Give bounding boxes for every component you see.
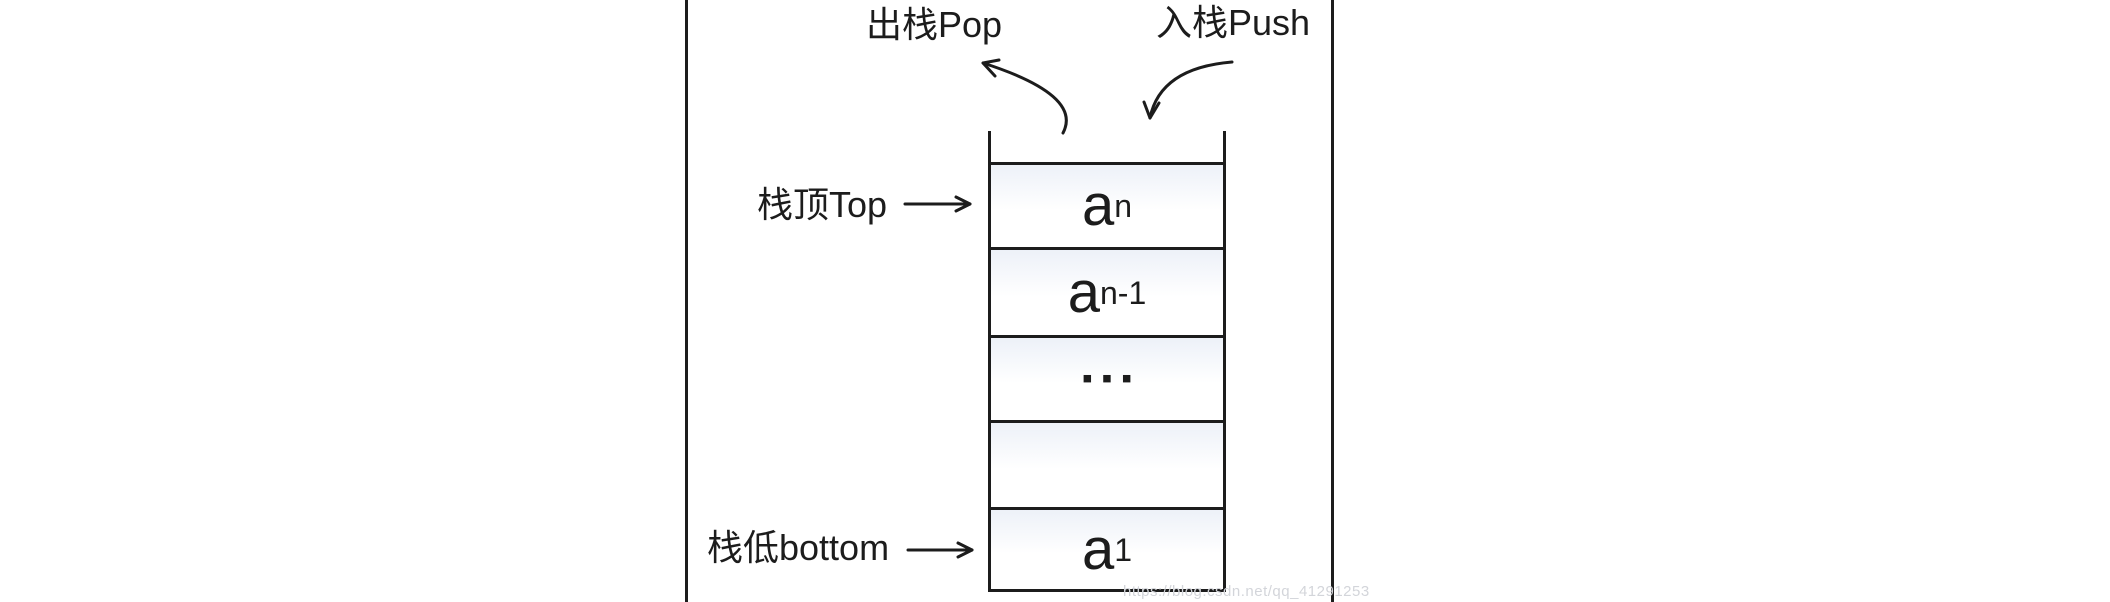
cell-value: a (1067, 259, 1100, 325)
pop-label: 出栈Pop (866, 4, 1003, 45)
top-pointer-arrow (903, 195, 972, 213)
cell-subscript: n-1 (1100, 274, 1147, 311)
stack-cell-empty (991, 420, 1223, 507)
cell-subscript: n (1114, 188, 1133, 224)
bottom-pointer-arrow (906, 541, 974, 559)
push-curved-arrow (1142, 60, 1234, 120)
pop-curved-arrow (981, 58, 1068, 135)
cell-subscript: 1 (1114, 531, 1133, 568)
stack-top-label: 栈顶Top (757, 184, 888, 225)
cell-value: a (1081, 516, 1115, 582)
ellipsis-dots: ▪▪▪ (1082, 362, 1141, 395)
watermark: https://blog.csdn.net/qq_41291253 (1123, 583, 1370, 600)
push-label: 入栈Push (1156, 2, 1311, 43)
stack-bottom-label: 栈低bottom (707, 527, 890, 568)
stack-cell-ellipsis: ▪▪▪ (991, 335, 1223, 420)
cell-value: a (1081, 173, 1115, 238)
outer-frame (685, 0, 1334, 602)
